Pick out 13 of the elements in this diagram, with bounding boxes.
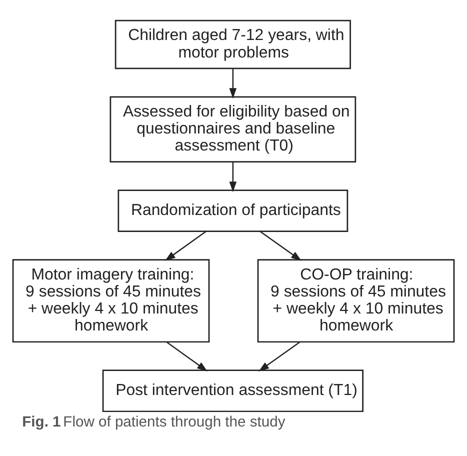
arrow bbox=[258, 341, 300, 371]
arrow bbox=[229, 68, 237, 98]
caption: Fig. 1 Flow of patients through the study bbox=[22, 414, 286, 430]
node-box: CO-OP training: 9 sessions of 45 minutes + weekly 4 x 10 minutes homework bbox=[257, 258, 455, 342]
node-box: Children aged 7-12 years, with motor problems bbox=[114, 19, 351, 69]
arrow bbox=[164, 230, 206, 260]
node-box: Assessed for eligibility based on questionnaires and baseline assessment (T0) bbox=[110, 96, 356, 162]
arrow bbox=[260, 230, 302, 260]
arrow bbox=[229, 162, 237, 192]
node-box: Motor imagery training: 9 sessions of 45 minutes + weekly 4 x 10 minutes homework bbox=[12, 258, 210, 342]
arrow bbox=[166, 341, 208, 371]
node-box: Randomization of participants bbox=[118, 189, 348, 232]
node-box: Post intervention assessment (T1) bbox=[102, 369, 364, 412]
